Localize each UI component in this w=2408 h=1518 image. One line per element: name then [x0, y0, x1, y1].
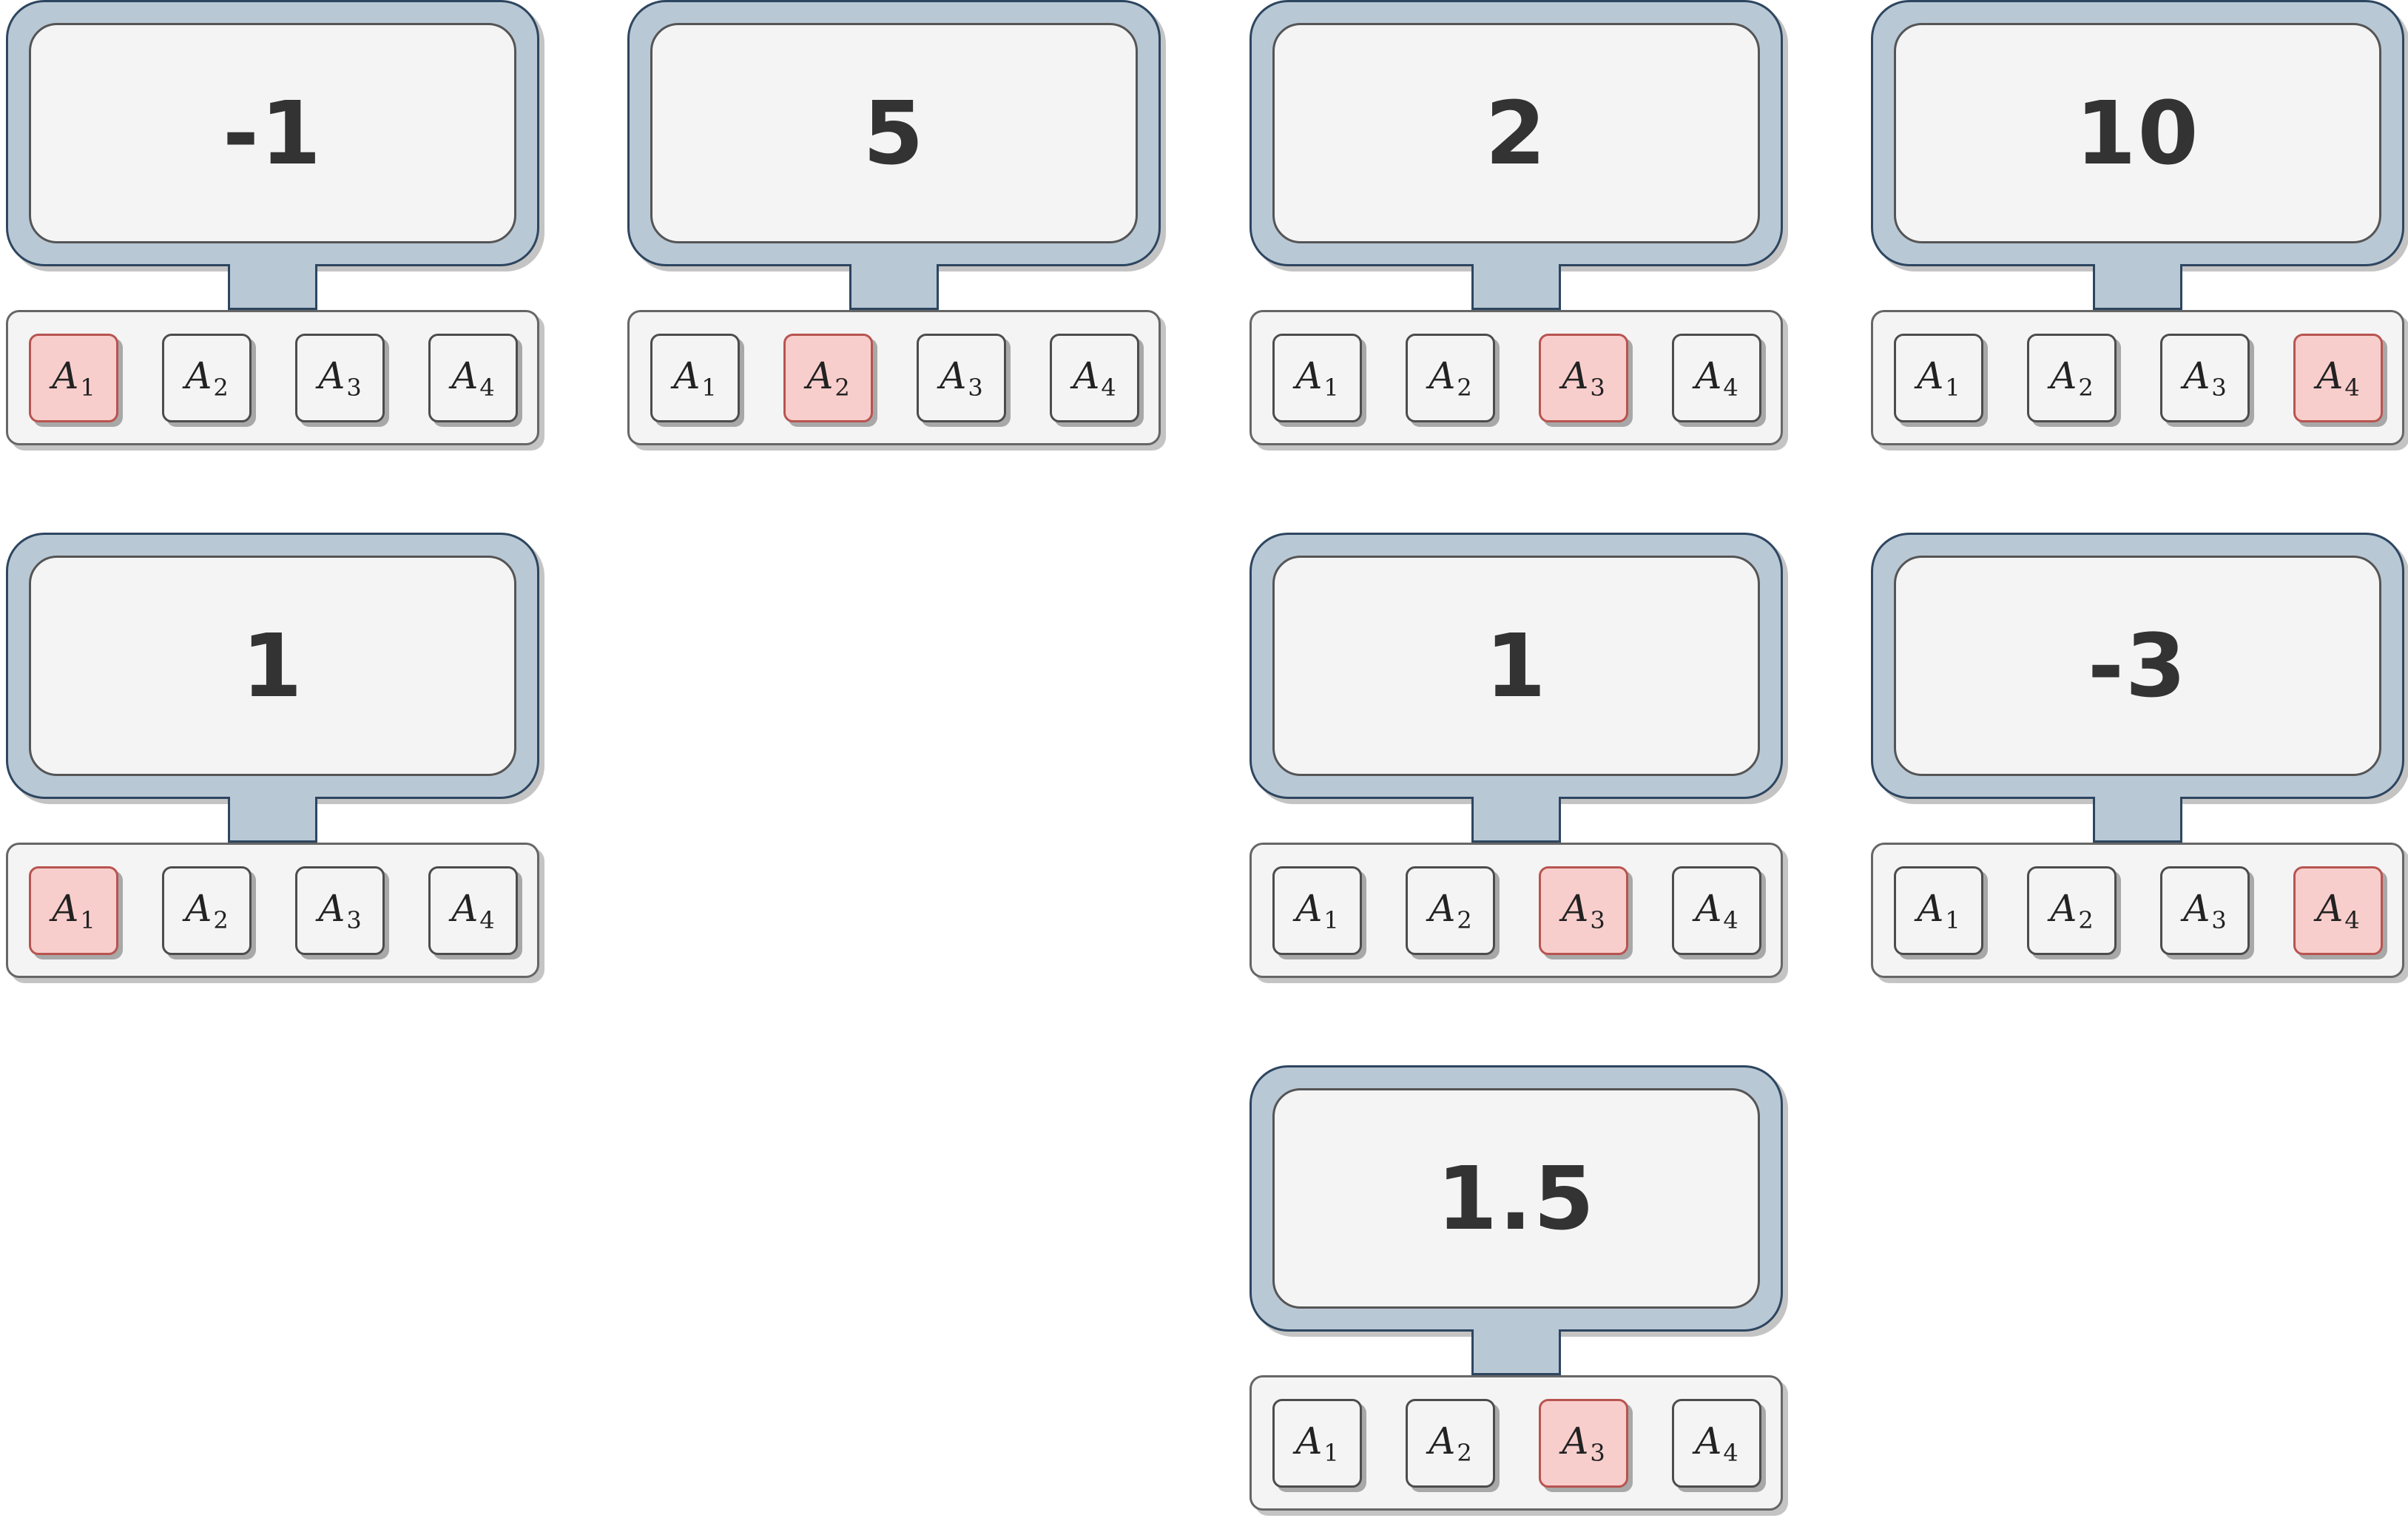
action-key-a2[interactable]: A2	[2027, 334, 2117, 422]
monitor-stand	[228, 797, 317, 843]
action-key-a3[interactable]: A3	[1539, 334, 1628, 422]
monitor: -3	[1871, 533, 2404, 799]
monitor-screen: 1	[29, 556, 516, 776]
action-key-a1[interactable]: A1	[1894, 866, 1983, 955]
monitor-screen: -3	[1894, 556, 2381, 776]
reward-value: -3	[2087, 615, 2188, 717]
reward-value: 1.5	[1436, 1147, 1596, 1249]
action-key-a2[interactable]: A2	[1406, 866, 1495, 955]
terminal-unit: -1 A1 A2 A3 A4	[6, 0, 542, 451]
action-key-a1[interactable]: A1	[1272, 866, 1362, 955]
monitor-stand	[1471, 797, 1561, 843]
action-key-a3[interactable]: A3	[1539, 866, 1628, 955]
action-key-a4[interactable]: A4	[1672, 866, 1761, 955]
monitor-stand	[228, 264, 317, 310]
action-key-a2[interactable]: A2	[162, 866, 252, 955]
action-tray: A1 A2 A3 A4	[1249, 1375, 1783, 1511]
action-key-a4[interactable]: A4	[1672, 334, 1761, 422]
action-key-a3[interactable]: A3	[917, 334, 1006, 422]
action-tray: A1 A2 A3 A4	[1871, 843, 2404, 978]
monitor-stand	[2093, 264, 2182, 310]
monitor: 5	[627, 0, 1161, 266]
action-tray: A1 A2 A3 A4	[627, 310, 1161, 445]
action-key-a3[interactable]: A3	[1539, 1399, 1628, 1488]
action-key-a2[interactable]: A2	[1406, 1399, 1495, 1488]
monitor-screen: -1	[29, 23, 516, 243]
monitor: 1	[6, 533, 539, 799]
action-key-a3[interactable]: A3	[295, 866, 385, 955]
action-tray: A1 A2 A3 A4	[6, 310, 539, 445]
action-key-a4[interactable]: A4	[428, 866, 518, 955]
monitor: 10	[1871, 0, 2404, 266]
terminal-unit: 1 A1 A2 A3 A4	[6, 533, 542, 984]
action-key-a2[interactable]: A2	[1406, 334, 1495, 422]
action-tray: A1 A2 A3 A4	[6, 843, 539, 978]
monitor: 1.5	[1249, 1065, 1783, 1332]
terminal-unit: 5 A1 A2 A3 A4	[627, 0, 1164, 451]
monitor-screen: 1.5	[1272, 1088, 1760, 1309]
action-key-a3[interactable]: A3	[2160, 866, 2250, 955]
terminal-unit: 2 A1 A2 A3 A4	[1249, 0, 1786, 451]
action-key-a2[interactable]: A2	[162, 334, 252, 422]
action-key-a1[interactable]: A1	[29, 334, 118, 422]
action-key-a1[interactable]: A1	[29, 866, 118, 955]
monitor-screen: 2	[1272, 23, 1760, 243]
terminal-unit: 10 A1 A2 A3 A4	[1871, 0, 2407, 451]
monitor-screen: 5	[650, 23, 1138, 243]
terminal-unit: 1 A1 A2 A3 A4	[1249, 533, 1786, 984]
action-key-a2[interactable]: A2	[2027, 866, 2117, 955]
reward-value: 5	[863, 82, 925, 184]
reward-value: 2	[1485, 82, 1548, 184]
monitor-stand	[1471, 1329, 1561, 1375]
action-key-a1[interactable]: A1	[1894, 334, 1983, 422]
reward-value: 10	[2075, 82, 2200, 184]
action-key-a4[interactable]: A4	[2293, 866, 2383, 955]
action-tray: A1 A2 A3 A4	[1871, 310, 2404, 445]
monitor-screen: 10	[1894, 23, 2381, 243]
reward-value: -1	[222, 82, 323, 184]
action-key-a1[interactable]: A1	[650, 334, 740, 422]
terminal-unit: -3 A1 A2 A3 A4	[1871, 533, 2407, 984]
action-key-a4[interactable]: A4	[1672, 1399, 1761, 1488]
action-key-a1[interactable]: A1	[1272, 1399, 1362, 1488]
monitor-stand	[849, 264, 939, 310]
monitor-screen: 1	[1272, 556, 1760, 776]
action-tray: A1 A2 A3 A4	[1249, 843, 1783, 978]
monitor: 1	[1249, 533, 1783, 799]
reward-value: 1	[1485, 615, 1548, 717]
action-key-a1[interactable]: A1	[1272, 334, 1362, 422]
terminal-unit: 1.5 A1 A2 A3 A4	[1249, 1065, 1786, 1517]
monitor-stand	[2093, 797, 2182, 843]
monitor: 2	[1249, 0, 1783, 266]
monitor: -1	[6, 0, 539, 266]
action-key-a3[interactable]: A3	[295, 334, 385, 422]
reward-value: 1	[241, 615, 304, 717]
action-key-a4[interactable]: A4	[2293, 334, 2383, 422]
monitor-stand	[1471, 264, 1561, 310]
action-key-a4[interactable]: A4	[1050, 334, 1139, 422]
action-key-a2[interactable]: A2	[783, 334, 873, 422]
action-key-a4[interactable]: A4	[428, 334, 518, 422]
action-tray: A1 A2 A3 A4	[1249, 310, 1783, 445]
action-key-a3[interactable]: A3	[2160, 334, 2250, 422]
